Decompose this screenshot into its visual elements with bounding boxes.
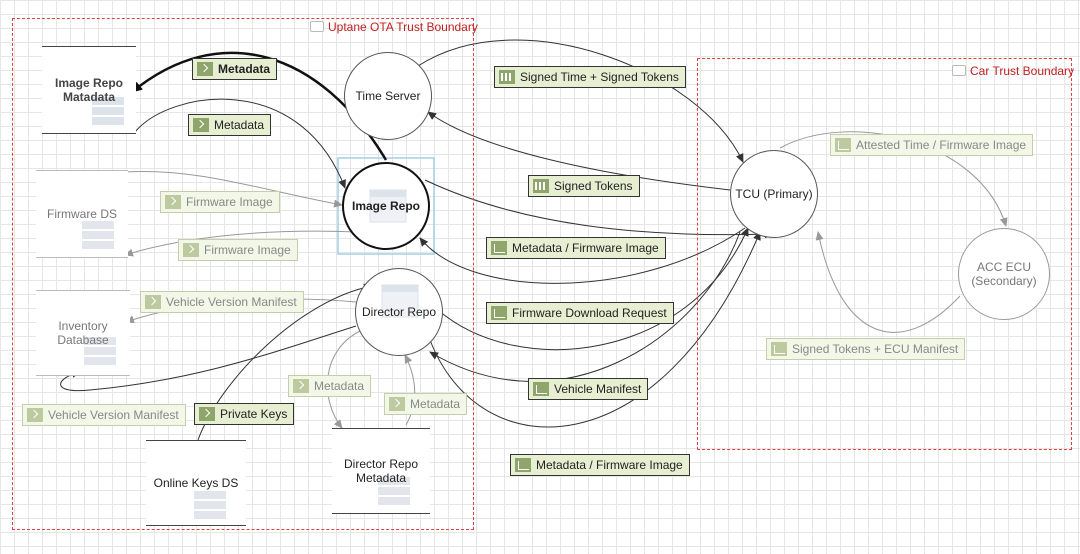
prompt-icon — [293, 379, 309, 393]
database-icon — [194, 491, 226, 519]
bars-icon — [533, 179, 549, 193]
process-tcu-primary[interactable]: TCU (Primary) — [730, 150, 818, 238]
flow-label-metadata-3[interactable]: Metadata — [288, 375, 372, 397]
tree-icon — [771, 342, 787, 356]
process-acc-ecu[interactable]: ACC ECU (Secondary) — [958, 228, 1050, 320]
flow-edge-vehicle-version-manifest-2[interactable] — [60, 325, 357, 392]
store-image-repo-metadata[interactable]: Image Repo Matadata — [42, 46, 136, 134]
flow-edge-metadata-4[interactable] — [404, 354, 416, 426]
process-director-repo[interactable]: Director Repo — [355, 268, 443, 356]
prompt-icon — [27, 408, 43, 422]
flow-label-metadata-bold[interactable]: Metadata — [192, 58, 278, 80]
prompt-icon — [199, 407, 215, 421]
bars-icon — [499, 70, 515, 84]
flow-label-metadata-firmware-image-2[interactable]: Metadata / Firmware Image — [510, 454, 690, 476]
store-inventory-database[interactable]: Inventory Database — [36, 290, 130, 376]
flow-edge-firmware-download-request[interactable] — [437, 227, 749, 351]
flow-label-firmware-image-1[interactable]: Firmware Image — [160, 191, 280, 213]
tree-icon — [835, 138, 851, 152]
tree-icon — [533, 382, 549, 396]
flow-label-signed-tokens[interactable]: Signed Tokens — [528, 175, 640, 197]
flow-label-firmware-image-2[interactable]: Firmware Image — [178, 239, 298, 261]
flow-edge-metadata-2[interactable] — [134, 98, 346, 189]
database-icon — [82, 221, 114, 249]
flow-edge-signed-time-tokens[interactable] — [417, 39, 744, 163]
flow-label-metadata-2[interactable]: Metadata — [188, 114, 272, 136]
car-trust-boundary[interactable] — [697, 58, 1072, 450]
tree-icon — [515, 458, 531, 472]
boundary-icon — [952, 65, 966, 76]
boundary-icon — [310, 21, 324, 32]
flow-label-vehicle-manifest[interactable]: Vehicle Manifest — [528, 378, 649, 400]
flow-label-vehicle-version-manifest-2[interactable]: Vehicle Version Manifest — [22, 404, 186, 426]
prompt-icon — [165, 195, 181, 209]
flow-label-attested-time[interactable]: Attested Time / Firmware Image — [830, 134, 1034, 156]
uptane-trust-boundary-title: Uptane OTA Trust Boundary — [310, 20, 478, 34]
flow-edge-metadata-firmware-image-1[interactable] — [419, 227, 746, 284]
flow-label-metadata-firmware-image-1[interactable]: Metadata / Firmware Image — [486, 237, 666, 259]
tree-icon — [491, 241, 507, 255]
prompt-icon — [183, 243, 199, 257]
flow-edge-signed-tokens[interactable] — [427, 111, 731, 191]
tree-icon — [491, 306, 507, 320]
flow-label-vehicle-version-manifest-1[interactable]: Vehicle Version Manifest — [140, 291, 304, 313]
store-director-repo-metadata[interactable]: Director Repo Metadata — [332, 428, 430, 514]
prompt-icon — [197, 62, 213, 76]
uptane-trust-boundary[interactable] — [12, 18, 474, 530]
flow-edge-image-repo-to-tcu[interactable] — [424, 179, 774, 239]
process-image-repo[interactable]: Image Repo — [342, 162, 430, 250]
process-time-server[interactable]: Time Server — [344, 52, 432, 140]
flow-edge-firmware-image-1[interactable] — [124, 171, 343, 208]
flow-label-signed-tokens-ecu-manifest[interactable]: Signed Tokens + ECU Manifest — [766, 338, 966, 360]
flow-edge-firmware-image-2[interactable] — [124, 230, 359, 257]
flow-label-signed-time-tokens[interactable]: Signed Time + Signed Tokens — [494, 66, 686, 88]
car-trust-boundary-title: Car Trust Boundary — [952, 64, 1074, 78]
flow-edge-signed-tokens-ecu-manifest[interactable] — [815, 231, 961, 333]
prompt-icon — [389, 397, 405, 411]
prompt-icon — [145, 295, 161, 309]
flow-edge-metadata-firmware-image-2[interactable] — [429, 231, 761, 428]
store-online-keys-ds[interactable]: Online Keys DS — [146, 440, 246, 526]
flow-label-private-keys[interactable]: Private Keys — [194, 403, 295, 425]
flow-label-metadata-4[interactable]: Metadata — [384, 393, 468, 415]
store-firmware-ds[interactable]: Firmware DS — [36, 170, 128, 258]
prompt-icon — [193, 118, 209, 132]
flow-label-firmware-download-request[interactable]: Firmware Download Request — [486, 302, 674, 324]
flow-edge-vehicle-manifest[interactable] — [429, 231, 741, 382]
